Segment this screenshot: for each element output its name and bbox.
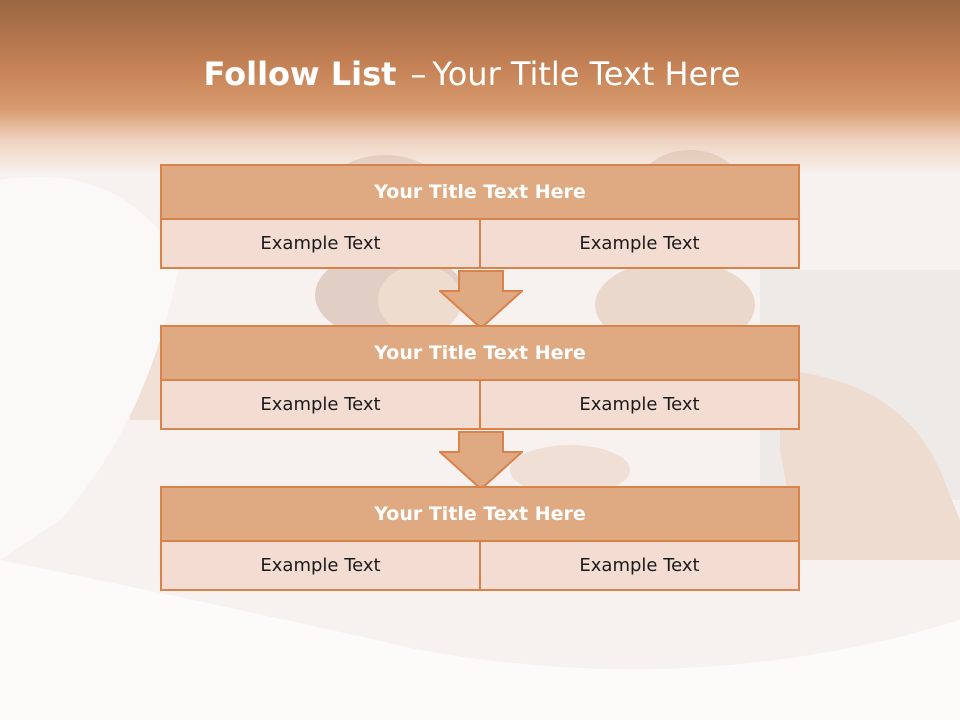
box-title: Your Title Text Here: [160, 325, 800, 381]
box-cell-left: Example Text: [160, 381, 481, 430]
list-box-3: Your Title Text Here Example Text Exampl…: [160, 486, 800, 591]
down-arrow-icon: [439, 270, 523, 330]
title-bold: Follow List: [203, 55, 397, 93]
list-box-1: Your Title Text Here Example Text Exampl…: [160, 164, 800, 269]
box-title: Your Title Text Here: [160, 164, 800, 220]
box-row: Example Text Example Text: [160, 542, 800, 591]
box-title: Your Title Text Here: [160, 486, 800, 542]
box-cell-left: Example Text: [160, 542, 481, 591]
box-cell-right: Example Text: [481, 381, 800, 430]
box-cell-right: Example Text: [481, 220, 800, 269]
title-rest: Your Title Text Here: [432, 55, 741, 93]
box-cell-left: Example Text: [160, 220, 481, 269]
header-band: [0, 0, 960, 175]
box-cell-right: Example Text: [481, 542, 800, 591]
down-arrow-icon: [439, 431, 523, 491]
box-row: Example Text Example Text: [160, 220, 800, 269]
slide-title: Follow List–Your Title Text Here: [0, 55, 944, 93]
title-dash: –: [410, 55, 427, 93]
list-box-2: Your Title Text Here Example Text Exampl…: [160, 325, 800, 430]
box-row: Example Text Example Text: [160, 381, 800, 430]
